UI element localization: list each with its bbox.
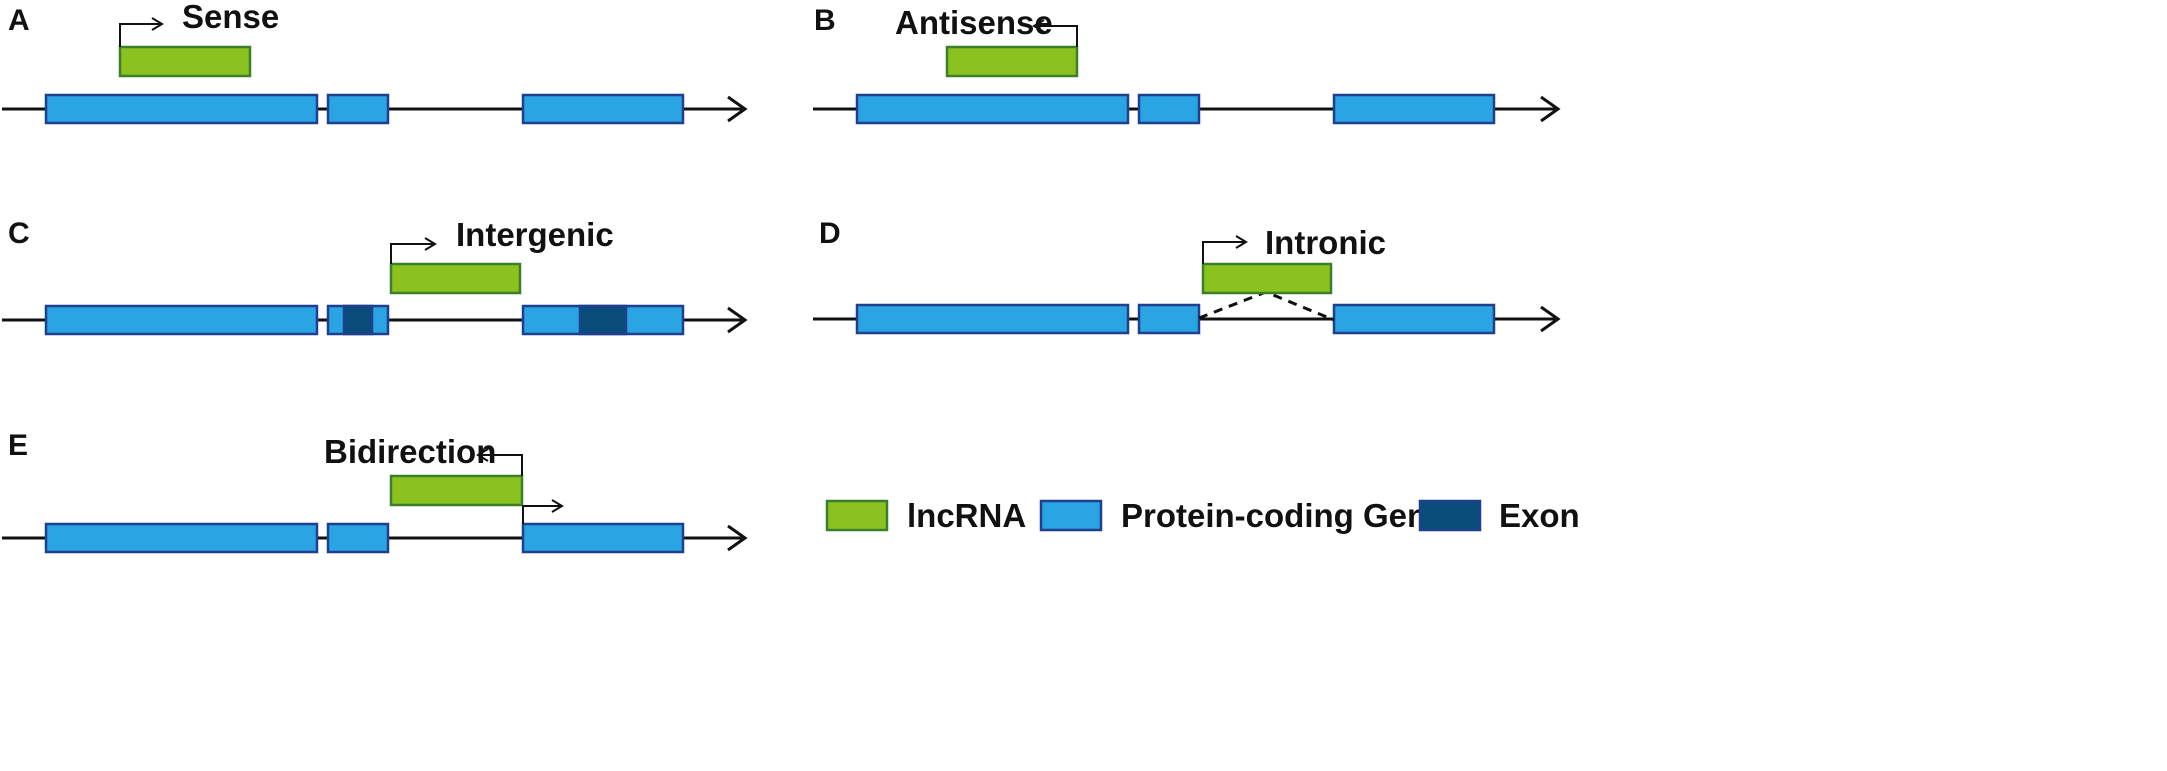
- antisense-tss-arrow: [1036, 25, 1078, 47]
- left-arrow-icon: [1032, 19, 1045, 33]
- panel-letter-d: D: [819, 217, 841, 250]
- direction-arrow-icon: [727, 306, 748, 334]
- exon-box: [342, 304, 374, 336]
- protein-coding-gene-box: [1137, 93, 1201, 125]
- lncrna-box: [1201, 262, 1333, 295]
- exon-swatch: [1418, 499, 1482, 532]
- legend-label: Exon: [1499, 497, 1580, 534]
- panel-d: D Intronic: [813, 217, 1561, 335]
- lncrna-type-label: Intronic: [1265, 224, 1386, 261]
- sense-tss-arrow: [390, 243, 433, 264]
- sense-tss-arrow: [119, 23, 160, 47]
- antisense-tss-arrow: [480, 454, 523, 476]
- right-arrow-icon: [151, 17, 164, 31]
- protein-coding-gene-box: [521, 93, 685, 125]
- protein-coding-gene-box: [855, 303, 1130, 335]
- protein-coding-gene-box: [44, 522, 319, 554]
- splice-junction-dashed: [1198, 290, 1335, 322]
- legend-label: lncRNA: [907, 497, 1026, 534]
- left-arrow-icon: [476, 448, 489, 462]
- legend: lncRNA Protein-coding Gene Exon: [825, 497, 1580, 534]
- direction-arrow-icon: [727, 95, 748, 123]
- legend-item-exon: Exon: [1418, 497, 1580, 534]
- lncrna-box: [389, 474, 524, 507]
- lncrna-type-label: Antisense: [895, 4, 1053, 41]
- protein-coding-gene-box: [326, 93, 390, 125]
- direction-arrow-icon: [1540, 305, 1561, 333]
- protein-coding-gene-box: [326, 522, 390, 554]
- panel-letter-a: A: [8, 4, 30, 37]
- direction-arrow-icon: [727, 524, 748, 552]
- protein-coding-gene-box: [44, 93, 319, 125]
- panel-e: E Bidirection: [2, 429, 748, 554]
- panel-letter-e: E: [8, 429, 28, 462]
- sense-tss-arrow: [1202, 241, 1244, 264]
- protein-coding-gene-box: [1137, 303, 1201, 335]
- legend-item-protein-coding-gene: Protein-coding Gene: [1039, 497, 1446, 534]
- lncrna-box: [118, 45, 252, 78]
- lncrna-type-label: Sense: [182, 0, 279, 35]
- protein-coding-gene-box: [855, 93, 1130, 125]
- legend-label: Protein-coding Gene: [1121, 497, 1446, 534]
- panel-b: B Antisense: [813, 4, 1561, 125]
- right-arrow-icon: [424, 237, 437, 251]
- lncrna-box: [945, 45, 1079, 78]
- right-arrow-icon: [551, 499, 564, 513]
- protein-coding-gene-box: [44, 304, 319, 336]
- lncrna-type-label: Bidirection: [324, 433, 496, 470]
- panel-a: A Sense: [2, 0, 748, 125]
- protein-coding-gene-box: [1332, 93, 1496, 125]
- protein-coding-gene-swatch: [1039, 499, 1103, 532]
- panel-letter-c: C: [8, 217, 30, 250]
- protein-coding-gene-box: [521, 522, 685, 554]
- right-arrow-icon: [1235, 235, 1248, 249]
- lncrna-type-label: Intergenic: [456, 216, 614, 253]
- exon-box: [578, 304, 628, 336]
- direction-arrow-icon: [1540, 95, 1561, 123]
- panel-letter-b: B: [814, 4, 836, 37]
- lncrna-swatch: [825, 499, 889, 532]
- legend-item-lncrna: lncRNA: [825, 497, 1026, 534]
- gene-tss-arrow: [522, 505, 560, 524]
- lncrna-box: [389, 262, 522, 295]
- protein-coding-gene-box: [1332, 303, 1496, 335]
- panel-c: C Intergenic: [2, 216, 748, 336]
